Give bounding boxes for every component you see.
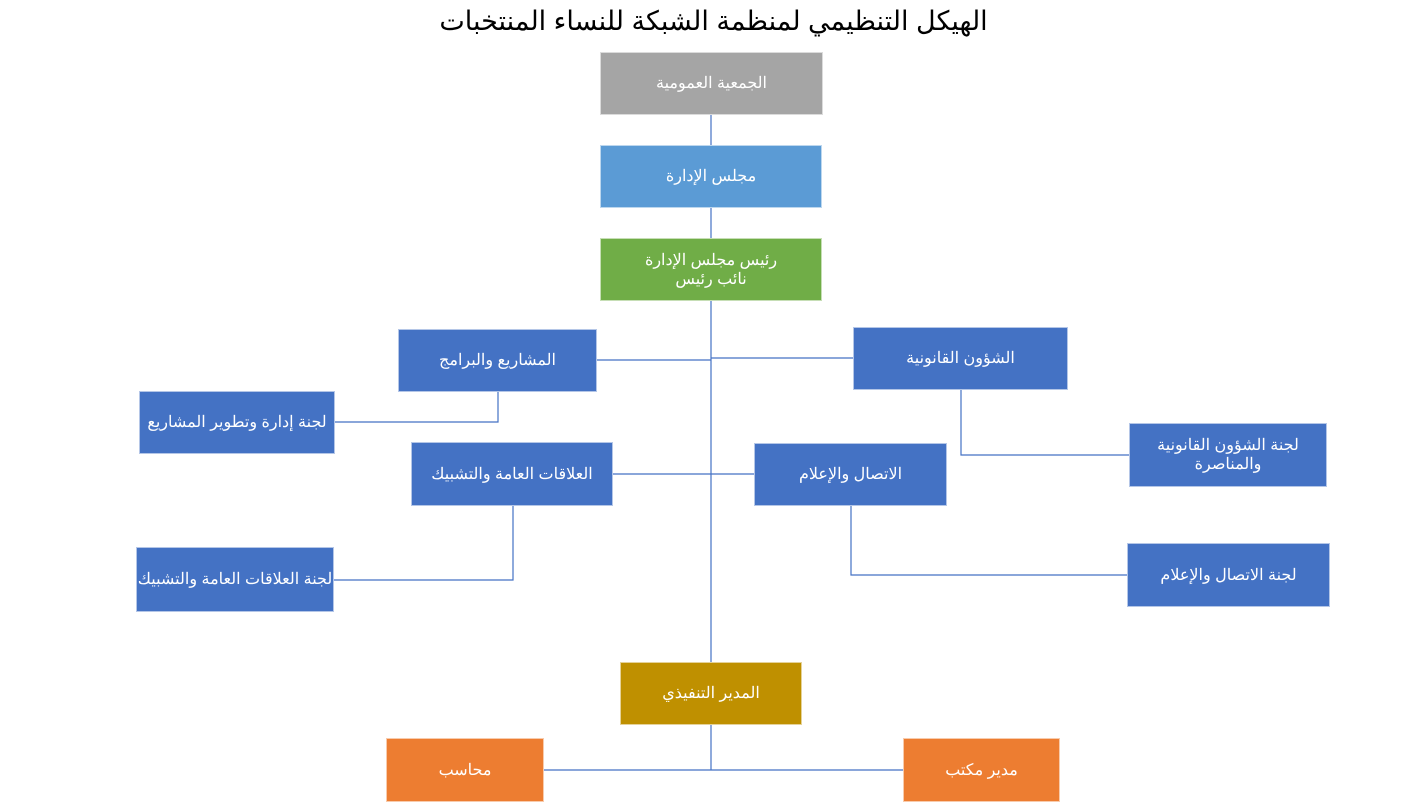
connector [335,392,499,423]
node-communication[interactable]: الاتصال والإعلام [754,443,947,506]
connector [850,506,1127,576]
node-board[interactable]: مجلس الإدارة [600,145,822,208]
node-general-assembly[interactable]: الجمعية العمومية [600,52,823,115]
node-executive-director[interactable]: المدير التنفيذي [620,662,802,725]
node-communication-committee[interactable]: لجنة الاتصال والإعلام [1127,543,1330,607]
node-legal-committee[interactable]: لجنة الشؤون القانونية والمناصرة [1129,423,1327,487]
chart-title: الهيكل التنظيمي لمنظمة الشبكة للنساء الم… [439,6,988,36]
node-public-relations-committee[interactable]: لجنة العلاقات العامة والتشبيك [136,547,334,612]
node-projects-committee[interactable]: لجنة إدارة وتطوير المشاريع [139,391,335,454]
node-office-manager[interactable]: مدير مكتب [903,738,1060,802]
node-public-relations[interactable]: العلاقات العامة والتشبيك [411,442,613,506]
node-chair[interactable]: رئيس مجلس الإدارة نائب رئيس [600,238,822,301]
node-accountant[interactable]: محاسب [386,738,544,802]
connector [960,390,1129,456]
node-projects[interactable]: المشاريع والبرامج [398,329,597,392]
connector [334,506,514,581]
node-legal[interactable]: الشؤون القانونية [853,327,1068,390]
